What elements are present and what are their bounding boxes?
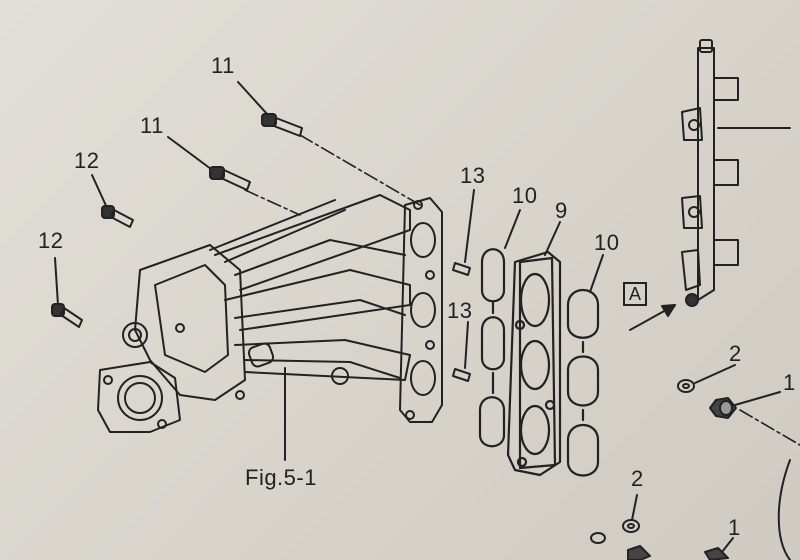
view-arrow xyxy=(629,304,676,331)
spacer-plate-9 xyxy=(506,250,562,477)
axis-lines xyxy=(244,134,800,446)
view-reference-box: A xyxy=(623,282,647,306)
callout-12-lower: 12 xyxy=(38,228,64,253)
gasket-10-inner xyxy=(478,248,506,448)
callout-10-outer: 10 xyxy=(594,230,620,255)
stud-13-lower xyxy=(452,368,471,382)
fuel-rail-assembly xyxy=(681,39,739,307)
bolt-11-upper xyxy=(261,113,303,137)
nut-1-bottom xyxy=(627,545,729,560)
callout-9: 9 xyxy=(555,198,568,223)
callout-2-mid: 2 xyxy=(729,341,742,366)
callout-10-inner: 10 xyxy=(512,183,538,208)
nut-1-mid xyxy=(709,397,737,419)
bolt-12-lower xyxy=(51,303,83,328)
callout-13-upper: 13 xyxy=(460,163,486,188)
callout-1-mid: 1 xyxy=(783,370,796,395)
callout-11-upper: 11 xyxy=(211,53,235,78)
callout-2-bottom: 2 xyxy=(631,466,644,491)
callout-11-middle: 11 xyxy=(140,113,164,138)
stud-13-upper xyxy=(452,262,471,276)
callout-12-upper: 12 xyxy=(74,148,100,173)
washer-2-mid xyxy=(677,379,695,393)
washer-2-bottom xyxy=(590,519,640,544)
figure-caption: Fig.5-1 xyxy=(245,465,317,490)
gasket-10-outer xyxy=(566,289,600,477)
leader-lines xyxy=(54,81,791,553)
bolt-11-middle xyxy=(209,166,251,191)
intake-manifold xyxy=(97,194,443,433)
bolt-12-upper xyxy=(101,205,134,228)
callout-1-bottom: 1 xyxy=(728,515,741,540)
callout-13-lower: 13 xyxy=(447,298,473,323)
edge-arc xyxy=(777,459,791,560)
